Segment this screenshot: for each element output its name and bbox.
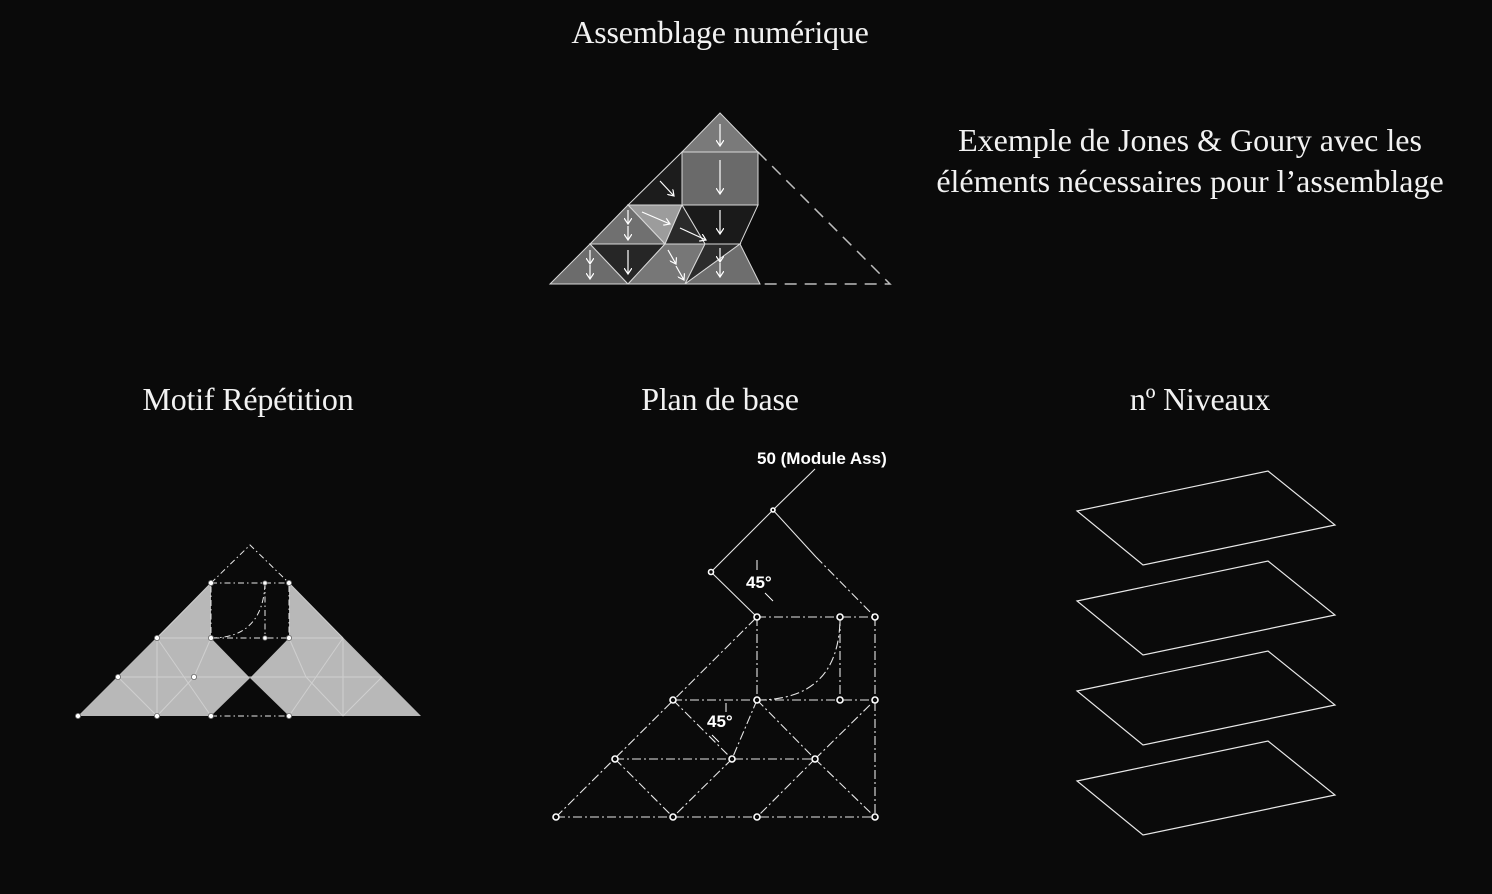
node-point — [115, 674, 122, 681]
main-title: Assemblage numérique — [571, 14, 869, 50]
caption: Exemple de Jones & Goury avec les élémen… — [930, 120, 1450, 202]
arrow-icon — [679, 227, 706, 240]
node-point — [669, 813, 677, 821]
node-point — [262, 580, 268, 586]
node-point — [207, 635, 214, 642]
section-title-motif: Motif Répétition — [142, 381, 354, 417]
node-point — [811, 755, 819, 763]
node-point — [753, 696, 761, 704]
node-point — [75, 713, 82, 720]
node-point — [552, 813, 560, 821]
motif-fill — [78, 583, 421, 716]
assembly-piece — [683, 243, 761, 285]
module-label: 50 (Module Ass) — [757, 449, 887, 468]
node-point — [836, 696, 844, 704]
angle-label-mid: 45° — [707, 712, 733, 731]
node-point — [707, 568, 715, 576]
node-point — [770, 507, 776, 513]
node-point — [753, 813, 761, 821]
level-plane — [1075, 740, 1337, 836]
node-point — [669, 696, 677, 704]
caption-line-1: Exemple de Jones & Goury avec les — [958, 122, 1422, 158]
arrow-icon — [659, 180, 674, 196]
dashed-outline — [757, 151, 892, 285]
arrow-icon — [641, 211, 670, 224]
node-point — [728, 755, 736, 763]
node-point — [871, 696, 879, 704]
node-point — [285, 635, 292, 642]
arrow-icon — [667, 249, 676, 264]
section-title-plan: Plan de base — [641, 381, 799, 417]
node-point — [836, 613, 844, 621]
node-point — [153, 713, 160, 720]
node-point — [871, 813, 879, 821]
node-point — [262, 635, 268, 641]
node-point — [207, 580, 214, 587]
level-plane — [1075, 650, 1337, 746]
node-point — [153, 635, 160, 642]
module-square — [710, 509, 817, 618]
node-point — [285, 713, 292, 720]
assembly-diagram — [548, 112, 892, 285]
level-plane — [1075, 560, 1337, 656]
node-point — [871, 613, 879, 621]
arrow-icon — [675, 265, 684, 280]
node-point — [190, 674, 197, 681]
caption-line-2: éléments nécessaires pour l’assemblage — [936, 163, 1444, 199]
plan-diagram: 50 (Module Ass) 45° 45° — [552, 449, 887, 821]
motif-diagram — [75, 544, 421, 720]
assembly-piece — [626, 150, 683, 206]
section-title-niveaux: nº Niveaux — [1129, 381, 1271, 417]
levels-diagram — [1075, 470, 1337, 836]
node-point — [285, 580, 292, 587]
level-plane — [1075, 470, 1337, 566]
node-point — [207, 713, 214, 720]
angle-label-top: 45° — [746, 573, 772, 592]
node-point — [611, 755, 619, 763]
node-point — [753, 613, 761, 621]
